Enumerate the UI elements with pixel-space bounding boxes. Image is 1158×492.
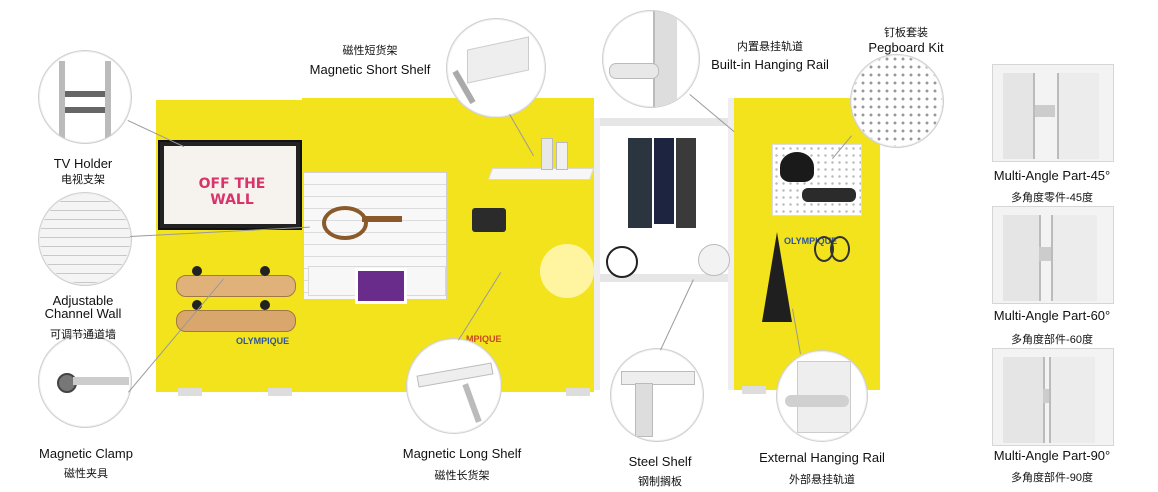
external-rail-label-cn: 外部悬挂轨道 [789,474,855,486]
multi-angle-45-thumbnail [992,64,1114,162]
channel-wall-label: Adjustable Channel Wall 可调节通道墙 [24,294,142,342]
external-rail-label: External Hanging Rail 外部悬挂轨道 [748,450,896,487]
magnetic-clamp-label-en: Magnetic Clamp [39,446,133,461]
helmet [780,152,814,182]
bottle [556,142,568,170]
left-post [594,118,600,390]
channel-wall-detail [38,192,132,286]
skateboard [176,310,296,332]
tv-holder-detail [38,50,132,144]
multi-angle-45-label-cn: 多角度零件-45度 [1011,192,1093,204]
wall-foot [566,388,590,396]
short-shelf-label-en: Magnetic Short Shelf [309,62,431,77]
channel-wall-label-en-1: Adjustable [52,293,114,308]
steel-shelf-detail [610,348,704,442]
skateboard-wheel [260,300,270,310]
right-post [728,98,734,390]
short-shelf-label: 磁性短货架 Magnetic Short Shelf [296,42,444,77]
tv-holder-label-cn: 电视支架 [61,174,105,186]
badminton-racket [830,236,850,262]
magnetic-clamp-label-cn: 磁性夹具 [64,468,108,480]
external-rail-label-en: External Hanging Rail [759,450,885,465]
leader-line [660,279,694,351]
long-shelf-label-en: Magnetic Long Shelf [402,446,522,461]
magnetic-clamp-detail [38,334,132,428]
sneaker [802,188,856,202]
olympique-text-left: OLYMPIQUE [236,336,290,346]
tv-screen: OFF THE WALL [158,140,302,230]
channel-wall-label-cn: 可调节通道墙 [50,329,116,341]
steel-shelf-label-cn: 钢制搁板 [638,476,682,488]
speaker [472,208,506,232]
channel-wall-label-en-2: Channel Wall [44,306,122,321]
tennis-racket-handle [362,216,402,222]
multi-angle-45-label-en: Multi-Angle Part-45° [993,168,1111,183]
multi-angle-90-label-cn: 多角度部件-90度 [1011,472,1093,484]
multi-angle-60-label-cn: 多角度部件-60度 [1011,334,1093,346]
multi-angle-90-thumbnail [992,348,1114,446]
top-hanging-frame [594,118,734,126]
multi-angle-60-label: Multi-Angle Part-60° 多角度部件-60度 [984,308,1120,347]
skateboard-wheel [192,266,202,276]
hanging-rail-label: 内置悬挂轨道 Built-in Hanging Rail [700,38,840,72]
pegboard-label: 钉板套装 Pegboard Kit [856,24,956,55]
soccer-ball [606,246,638,278]
multi-angle-45-label: Multi-Angle Part-45° 多角度零件-45度 [984,168,1120,205]
magnetic-clamp-label: Magnetic Clamp 磁性夹具 [24,446,148,481]
multi-angle-60-label-en: Multi-Angle Part-60° [993,308,1111,323]
tv-holder-label: TV Holder 电视支架 [30,156,136,187]
pegboard-label-cn: 钉板套装 [884,27,928,39]
olympique-text-right: OLYMPIQUE [784,236,838,246]
wall-foot [268,388,292,396]
olympique-text-mid: MPIQUE [466,334,502,344]
tv-brand-text: OFF THE WALL [198,176,266,208]
steel-shelf-frame [594,274,734,282]
skateboard-wheel [260,266,270,276]
wall-foot [178,388,202,396]
multi-angle-60-thumbnail [992,206,1114,304]
volleyball [698,244,730,276]
tv-holder-label-en: TV Holder [53,156,113,171]
hanging-rail-label-cn: 内置悬挂轨道 [737,41,803,53]
skateboard [176,275,296,297]
poster [355,268,407,304]
hanging-rail-label-en: Built-in Hanging Rail [711,57,829,72]
external-rail-detail [776,350,868,442]
wall-foot [742,386,766,394]
pegboard-label-en: Pegboard Kit [868,40,944,55]
skateboard-wheel [192,300,202,310]
hanging-shirt [628,138,652,228]
long-shelf-label-cn: 磁性长货架 [434,470,490,482]
hanging-pants [676,138,696,228]
long-shelf-label: Magnetic Long Shelf 磁性长货架 [388,446,536,483]
round-display [540,244,594,298]
bottle [541,138,553,170]
hanging-rail-detail [602,10,700,108]
short-shelf-label-cn: 磁性短货架 [342,45,398,57]
steel-shelf-label-en: Steel Shelf [628,454,692,469]
steel-shelf-label: Steel Shelf 钢制搁板 [612,454,708,489]
multi-angle-90-label-en: Multi-Angle Part-90° [993,448,1111,463]
hanging-pants [654,138,674,224]
tennis-racket [322,206,368,240]
multi-angle-90-label: Multi-Angle Part-90° 多角度部件-90度 [984,448,1120,485]
short-shelf-detail [446,18,546,118]
long-shelf-detail [406,338,502,434]
pegboard-detail [850,54,944,148]
